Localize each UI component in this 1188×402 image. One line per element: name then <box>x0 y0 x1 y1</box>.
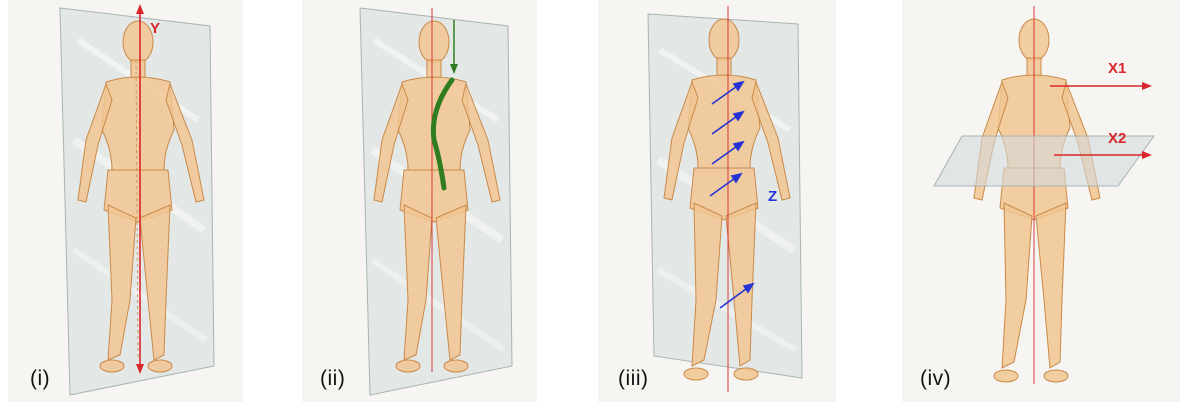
panel-label-iii: (iii) <box>618 367 648 391</box>
y-axis-arrowhead-top <box>136 4 144 14</box>
figure-illustration <box>8 0 243 402</box>
panel-label-i: (i) <box>30 367 50 391</box>
panel-label-iv: (iv) <box>920 367 951 391</box>
panel-i: Y (i) <box>8 0 243 402</box>
axis-label-z: Z <box>768 188 777 205</box>
human-figure <box>974 19 1100 382</box>
axis-label-x1: X1 <box>1108 60 1126 77</box>
panel-iv: X1 X2 (iv) <box>902 0 1180 402</box>
x2-arrowhead <box>1142 151 1152 159</box>
axis-label-y: Y <box>150 20 160 37</box>
figure-illustration <box>598 0 836 402</box>
figure-illustration <box>902 0 1180 402</box>
panel-label-ii: (ii) <box>320 367 345 391</box>
panel-ii: (ii) <box>302 0 537 402</box>
axis-label-x2: X2 <box>1108 130 1126 147</box>
figure-illustration <box>302 0 537 402</box>
x1-arrowhead <box>1142 82 1152 90</box>
panel-iii: Z (iii) <box>598 0 836 402</box>
